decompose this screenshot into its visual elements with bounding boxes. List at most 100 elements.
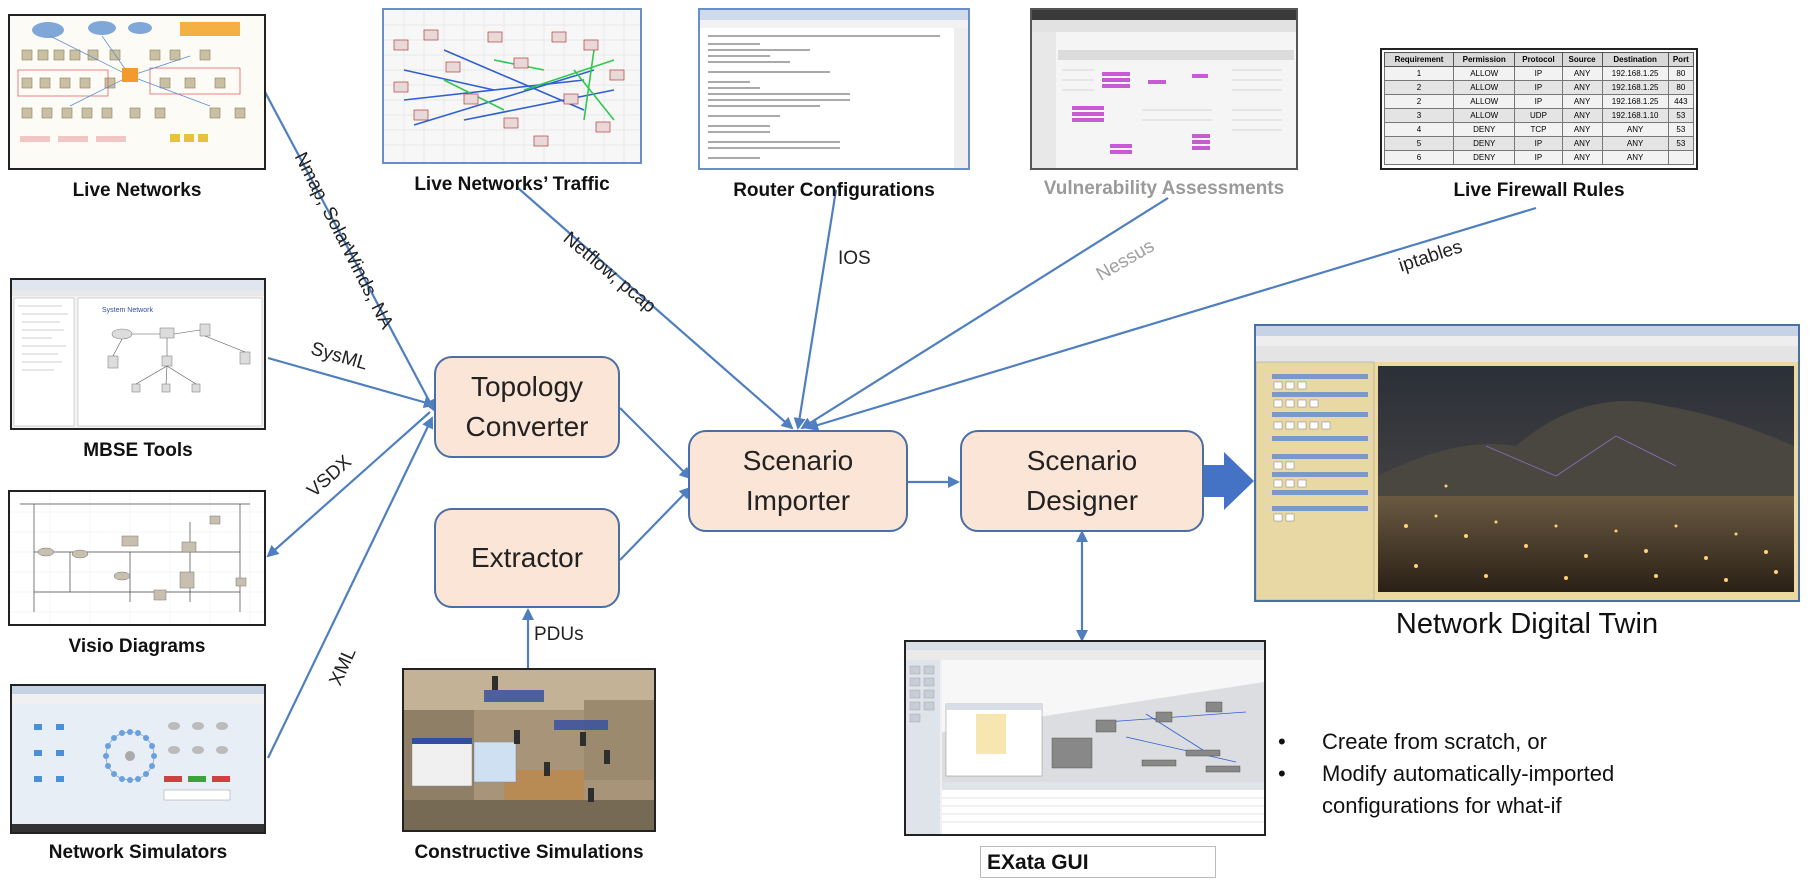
firewall-table-header: Source — [1561, 52, 1603, 67]
arrow-vulnerability-to-importer — [800, 197, 1169, 430]
table-cell: ALLOW — [1453, 80, 1516, 95]
firewall-table-header: Requirement — [1383, 52, 1455, 67]
scenario-importer-line2: Importer — [745, 485, 851, 516]
scenario-importer-line1: Scenario — [742, 445, 854, 476]
table-cell: 4 — [1383, 122, 1455, 137]
vulnerability-assessments-screenshot — [1030, 8, 1298, 170]
table-cell: TCP — [1514, 122, 1563, 137]
table-cell: ANY — [1561, 80, 1603, 95]
table-cell: ANY — [1601, 136, 1669, 151]
table-cell: 6 — [1383, 150, 1455, 165]
table-cell: ALLOW — [1453, 94, 1516, 109]
table-cell: 80 — [1667, 66, 1695, 81]
designer-notes-list: • Create from scratch, or • Modify autom… — [1270, 726, 1722, 822]
extractor-box: Extractor — [434, 508, 620, 608]
live-networks-traffic-label: Live Networks’ Traffic — [414, 174, 610, 195]
extractor-label: Extractor — [470, 542, 584, 573]
arrow-topology-to-visio — [266, 411, 431, 558]
table-cell: ALLOW — [1453, 108, 1516, 123]
table-cell: IP — [1514, 80, 1563, 95]
arrow-topology-to-importer — [619, 407, 692, 480]
table-cell: DENY — [1453, 122, 1516, 137]
svg-text:System Network: System Network — [102, 307, 153, 314]
table-cell: 2 — [1383, 80, 1455, 95]
table-cell: IP — [1514, 94, 1563, 109]
arrow-extractor-to-importer — [619, 486, 692, 561]
table-cell: 3 — [1383, 108, 1455, 123]
table-cell: 192.168.1.25 — [1601, 80, 1669, 95]
big-arrow-to-digital-twin — [1204, 452, 1254, 510]
table-cell: 192.168.1.25 — [1601, 66, 1669, 81]
table-cell — [1667, 150, 1695, 165]
table-cell: DENY — [1453, 150, 1516, 165]
table-cell: 192.168.1.25 — [1601, 94, 1669, 109]
scenario-designer-box: Scenario Designer — [960, 430, 1204, 532]
table-cell: ANY — [1601, 122, 1669, 137]
table-cell: IP — [1514, 66, 1563, 81]
scenario-designer-line2: Designer — [1025, 485, 1139, 516]
network-simulators-label: Network Simulators — [48, 842, 228, 863]
scenario-designer-line1: Scenario — [1026, 445, 1138, 476]
mbse-tools-label: MBSE Tools — [83, 440, 193, 461]
edge-label-ios: IOS — [838, 248, 871, 269]
table-cell: IP — [1514, 136, 1563, 151]
table-cell: ANY — [1561, 94, 1603, 109]
table-cell: ALLOW — [1453, 66, 1516, 81]
topology-converter-line2: Converter — [465, 411, 589, 442]
vulnerability-assessments-label: Vulnerability Assessments — [1043, 178, 1285, 199]
table-cell: DENY — [1453, 136, 1516, 151]
table-cell: 80 — [1667, 80, 1695, 95]
table-cell: 53 — [1667, 136, 1695, 151]
edge-label-pdus: PDUs — [534, 624, 584, 645]
firewall-table-header: Protocol — [1514, 52, 1563, 67]
table-cell: ANY — [1561, 136, 1603, 151]
arrow-traffic-to-importer — [517, 187, 794, 430]
live-firewall-rules-label: Live Firewall Rules — [1453, 180, 1625, 201]
table-cell: 192.168.1.10 — [1601, 108, 1669, 123]
firewall-table-header: Permission — [1453, 52, 1516, 67]
table-cell: 443 — [1667, 94, 1695, 109]
exata-gui-screenshot — [904, 640, 1266, 836]
network-digital-twin-screenshot — [1254, 324, 1800, 602]
arrow-network-simulators-to-topology — [267, 416, 434, 759]
constructive-simulations-label: Constructive Simulations — [414, 842, 644, 863]
live-networks-label: Live Networks — [72, 180, 202, 201]
arrow-router-to-importer — [793, 189, 838, 430]
bullet-item: • Modify automatically-imported configur… — [1270, 758, 1722, 822]
table-cell: 5 — [1383, 136, 1455, 151]
topology-converter-line1: Topology — [470, 371, 584, 402]
table-cell: 53 — [1667, 122, 1695, 137]
table-cell: 1 — [1383, 66, 1455, 81]
table-cell: ANY — [1561, 108, 1603, 123]
router-configurations-label: Router Configurations — [733, 180, 935, 201]
table-cell: ANY — [1561, 66, 1603, 81]
firewall-table-header: Destination — [1601, 52, 1669, 67]
topology-converter-box: Topology Converter — [434, 356, 620, 458]
table-cell: IP — [1514, 150, 1563, 165]
router-configurations-screenshot — [698, 8, 970, 170]
table-cell: 2 — [1383, 94, 1455, 109]
constructive-simulations-screenshot — [402, 668, 656, 832]
table-cell: UDP — [1514, 108, 1563, 123]
mbse-tools-screenshot: System Network — [10, 278, 266, 430]
bullet-dot: • — [1278, 761, 1286, 786]
visio-diagrams-screenshot — [8, 490, 266, 626]
table-cell: ANY — [1561, 122, 1603, 137]
firewall-table-header: Port — [1667, 52, 1695, 67]
table-cell: 53 — [1667, 108, 1695, 123]
scenario-importer-box: Scenario Importer — [688, 430, 908, 532]
bullet-dot: • — [1278, 729, 1286, 754]
network-digital-twin-title: Network Digital Twin — [1395, 608, 1659, 640]
visio-diagrams-label: Visio Diagrams — [68, 636, 206, 657]
table-cell: ANY — [1561, 150, 1603, 165]
live-networks-screenshot — [8, 14, 266, 170]
